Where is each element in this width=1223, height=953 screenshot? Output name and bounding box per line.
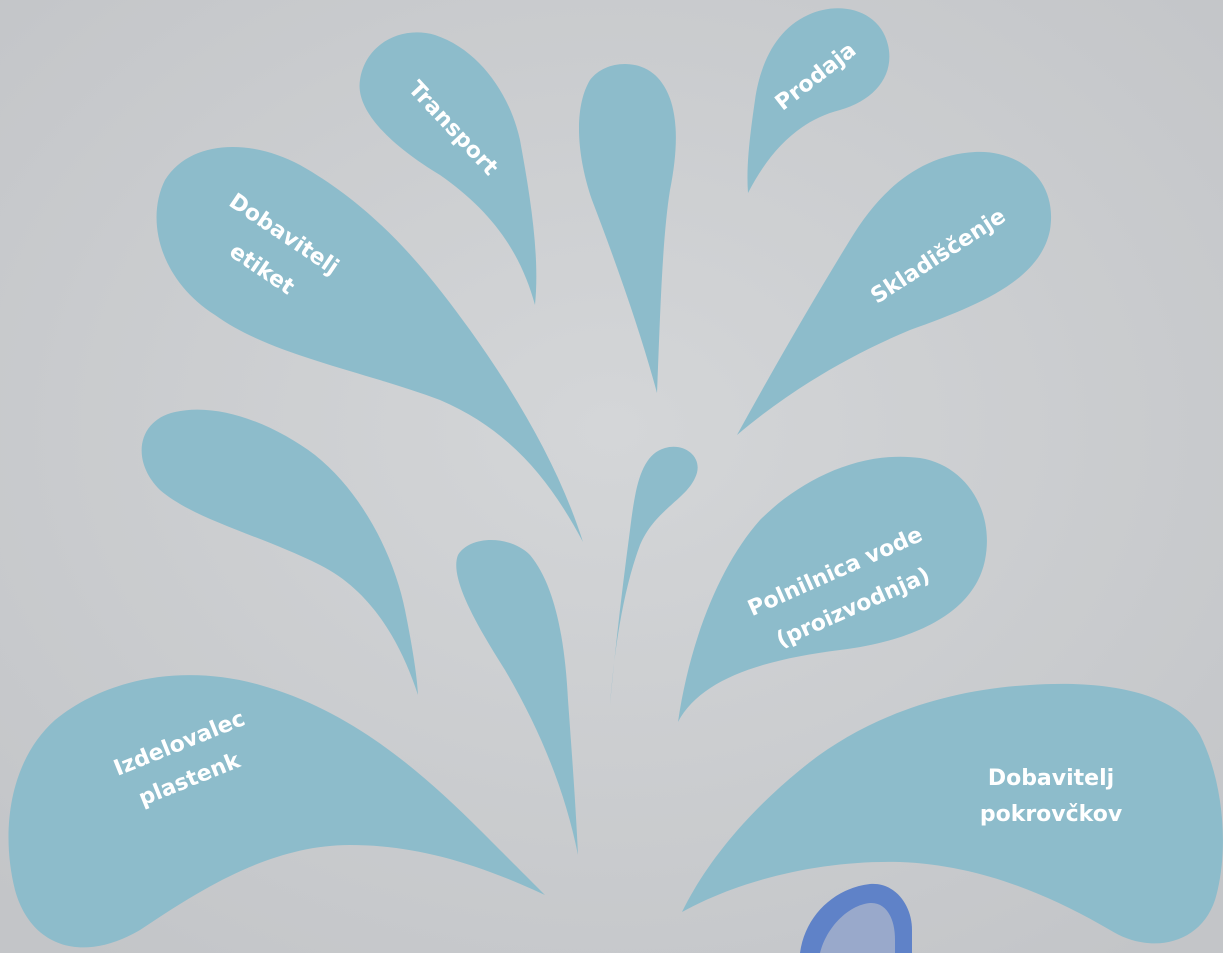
drop-dobavitelj-etiket — [156, 146, 584, 542]
drop-polnilnica — [678, 456, 987, 722]
drop-pokrovckov — [682, 683, 1223, 944]
drop-center-top — [578, 63, 676, 394]
drop-center-lower — [456, 540, 578, 855]
drop-skladiscenje — [737, 151, 1052, 435]
drop-prodaja — [747, 8, 890, 193]
label-pokrovckov-line1: Dobavitelj — [988, 766, 1114, 791]
nozzle-inner — [820, 902, 895, 953]
label-pokrovckov-line2: pokrovčkov — [980, 802, 1123, 827]
drop-izdelovalec — [8, 675, 545, 948]
drop-left-middle — [141, 409, 418, 695]
drop-transport — [359, 32, 537, 305]
drop-center-small — [610, 446, 698, 705]
